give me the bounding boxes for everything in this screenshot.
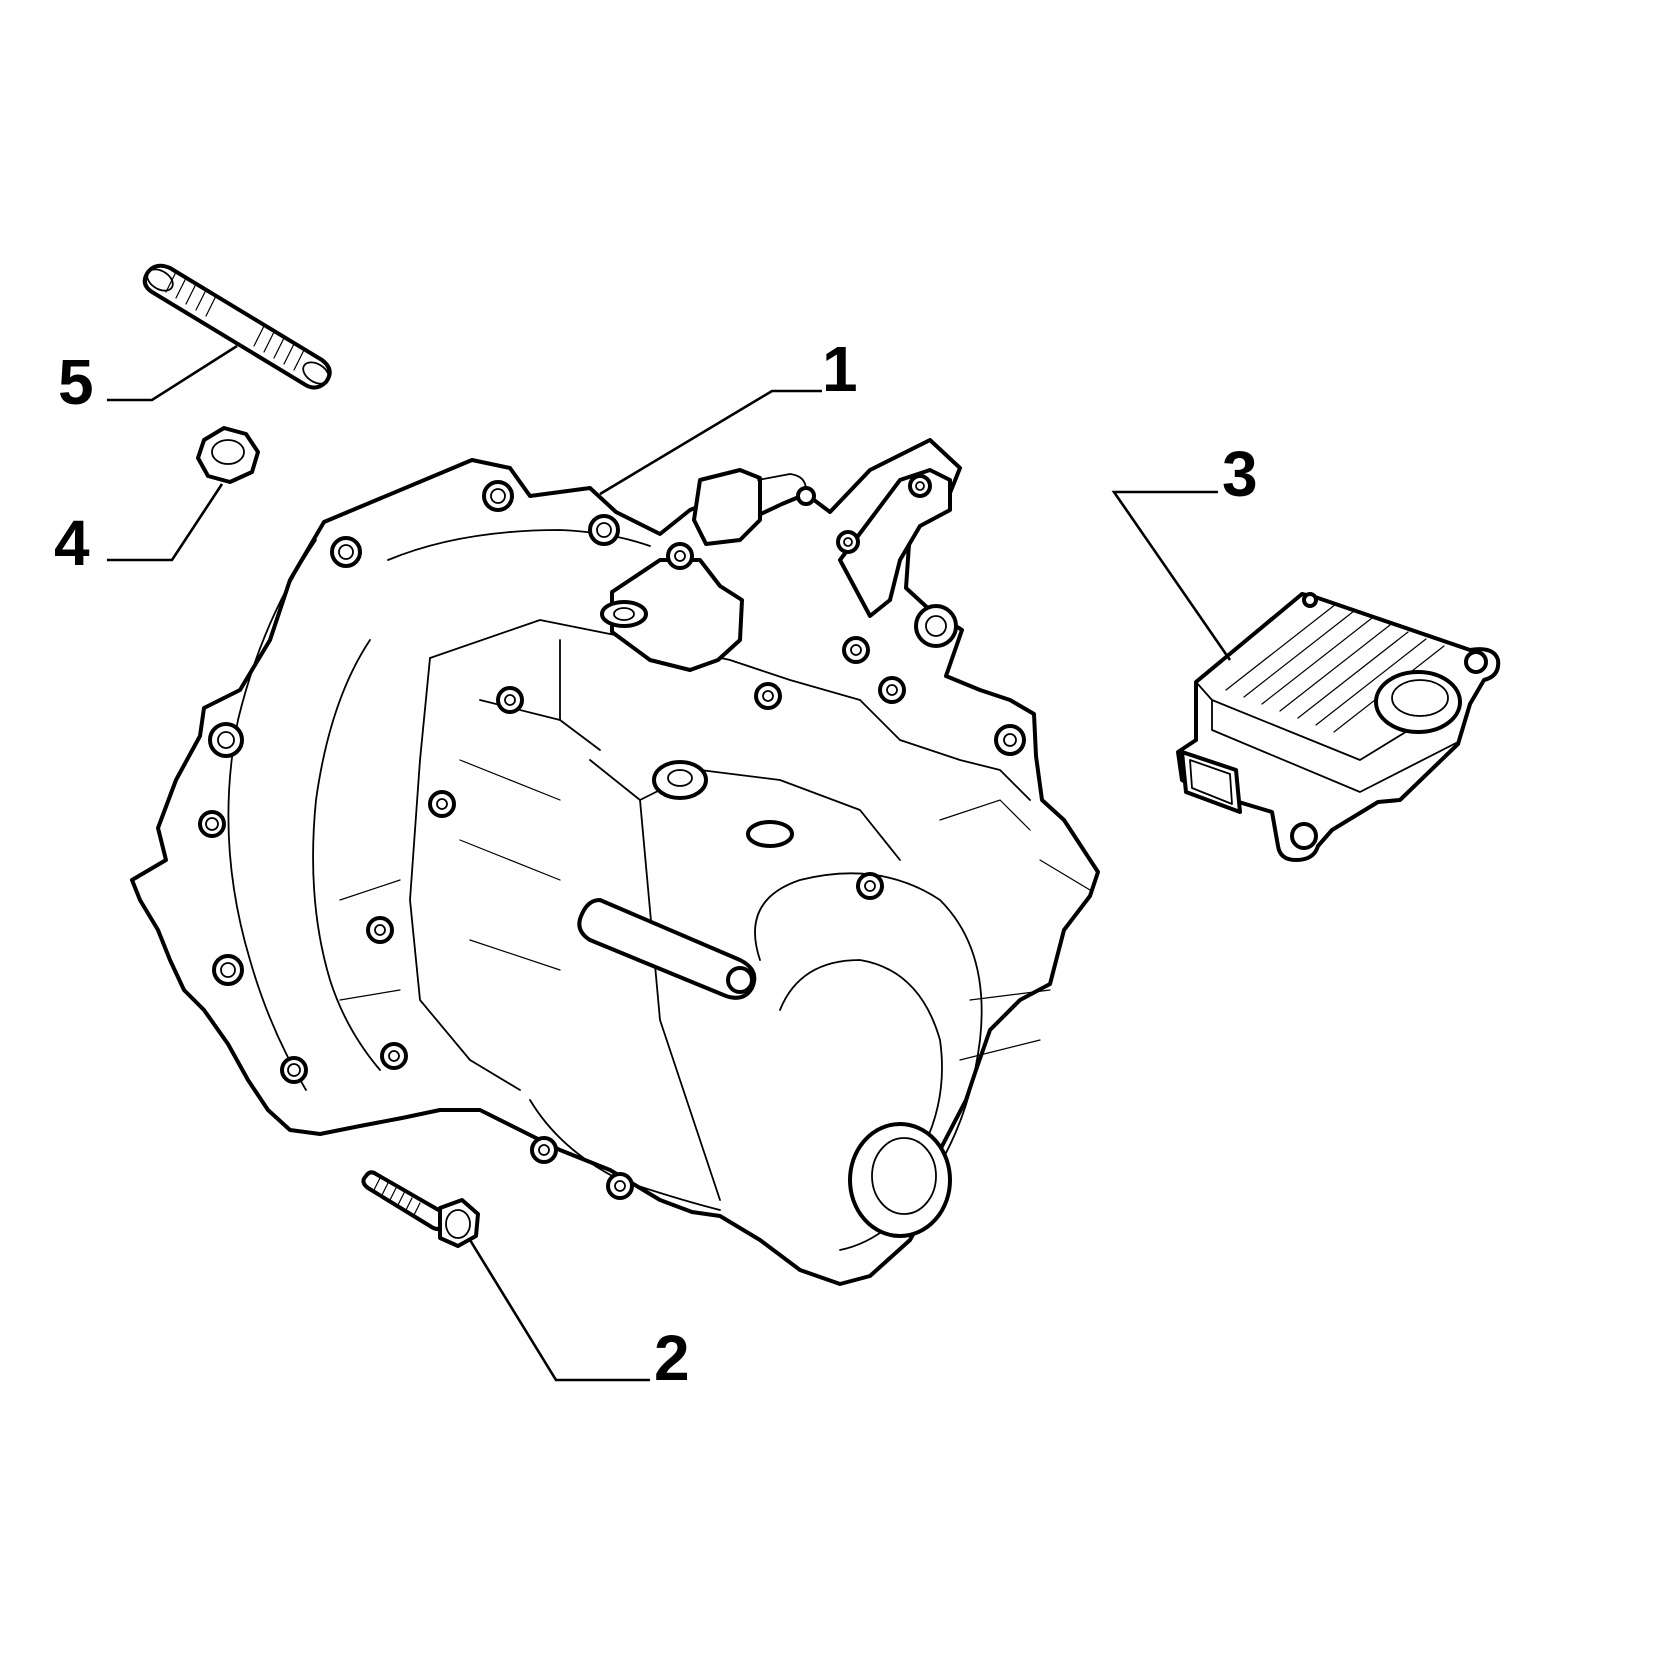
leader-3: [1111, 490, 1232, 661]
leader-5: [107, 344, 238, 402]
part-1-gearbox: [130, 438, 1100, 1286]
part-4-nut: [196, 426, 260, 484]
leader-1: [599, 389, 822, 496]
case-nuts: [366, 636, 1026, 1200]
callout-1: 1: [822, 333, 858, 405]
part-3-module: [1176, 592, 1501, 862]
callout-2: 2: [654, 1322, 690, 1394]
callout-5: 5: [58, 346, 94, 418]
leader-4: [107, 483, 224, 562]
leader-lines: [107, 344, 1232, 1382]
part-2-bolt: [361, 1170, 480, 1248]
leader-2: [468, 1239, 650, 1382]
part-5-stud: [142, 263, 332, 390]
callout-3: 3: [1222, 438, 1258, 510]
callout-4: 4: [54, 507, 90, 579]
